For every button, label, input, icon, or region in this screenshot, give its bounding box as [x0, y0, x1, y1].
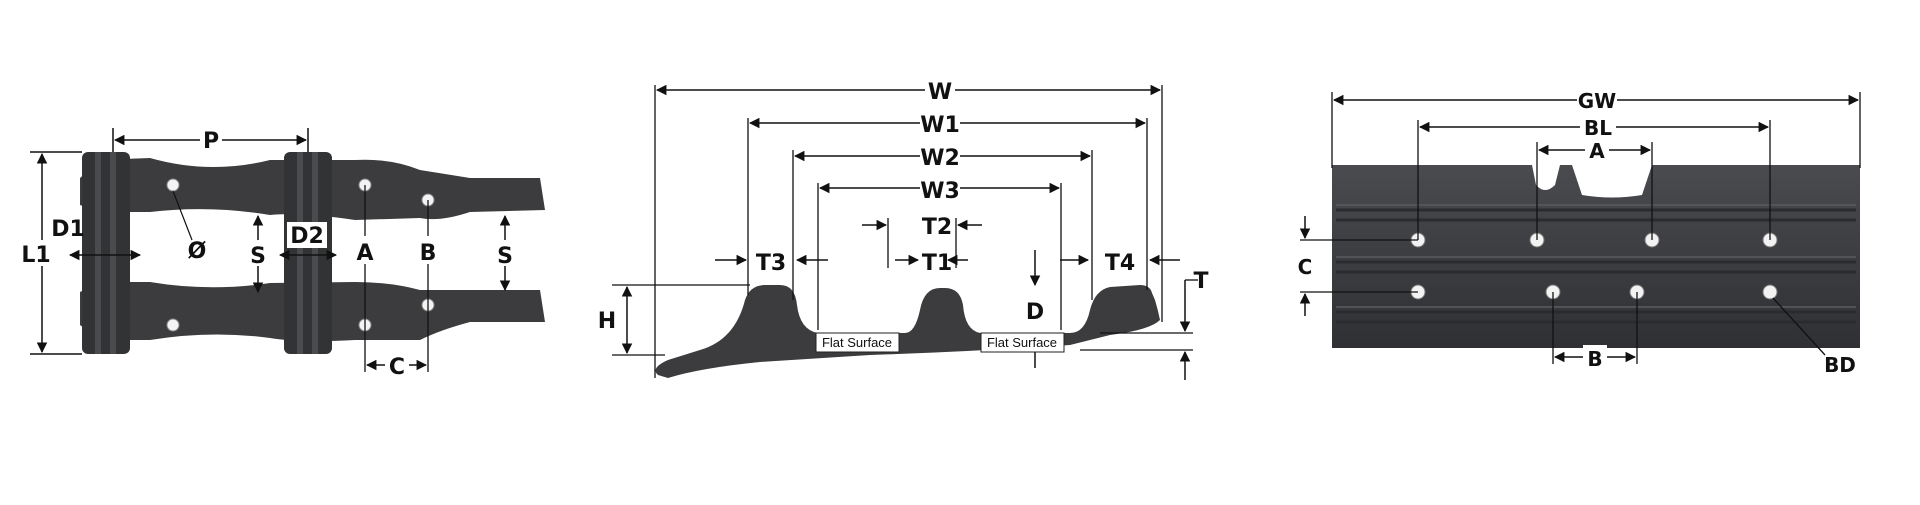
label-t3: T3 — [756, 251, 786, 276]
plate-hole — [1762, 284, 1778, 300]
chain-view: P L1 D1 Ø S D2 A B C S — [20, 127, 545, 380]
bolt-hole — [166, 318, 180, 332]
label-b-plate: B — [1587, 347, 1602, 371]
pin-plate-left — [82, 152, 130, 354]
label-w2: W2 — [920, 146, 960, 171]
label-bd: BD — [1824, 353, 1856, 377]
label-t4: T4 — [1105, 251, 1135, 276]
label-p: P — [203, 129, 219, 154]
track-shoe-profile — [655, 285, 1160, 378]
label-d: D — [1026, 300, 1044, 325]
label-l1: L1 — [21, 243, 50, 268]
pin-plate-center — [284, 152, 332, 354]
label-w1: W1 — [920, 113, 960, 138]
label-c-chain: C — [389, 355, 405, 380]
plate-view: GW BL A C B BD — [1298, 88, 1861, 377]
label-c-plate: C — [1298, 255, 1313, 279]
label-t1: T1 — [922, 251, 952, 276]
label-d1: D1 — [51, 217, 85, 242]
label-b-chain: B — [420, 241, 437, 266]
bolt-hole — [166, 178, 180, 192]
flat-surface-label-right: Flat Surface — [987, 335, 1057, 350]
label-w: W — [928, 80, 952, 105]
label-h: H — [598, 309, 616, 334]
flat-surface-box-right — [980, 332, 1065, 353]
label-bl: BL — [1584, 116, 1612, 140]
label-diameter: Ø — [188, 239, 207, 264]
label-s-left: S — [250, 244, 266, 269]
flat-surface-box-left — [815, 332, 900, 353]
flat-surface-label-left: Flat Surface — [822, 335, 892, 350]
profile-view: W W1 W2 W3 T2 T3 T1 T4 — [598, 76, 1209, 380]
label-s-right: S — [497, 244, 513, 269]
label-gw: GW — [1578, 89, 1616, 113]
label-a-chain: A — [356, 241, 373, 266]
label-d2: D2 — [290, 224, 324, 249]
label-w3: W3 — [920, 179, 960, 204]
label-t: T — [1193, 269, 1208, 294]
label-t2: T2 — [922, 215, 952, 240]
label-a-plate: A — [1589, 139, 1605, 163]
